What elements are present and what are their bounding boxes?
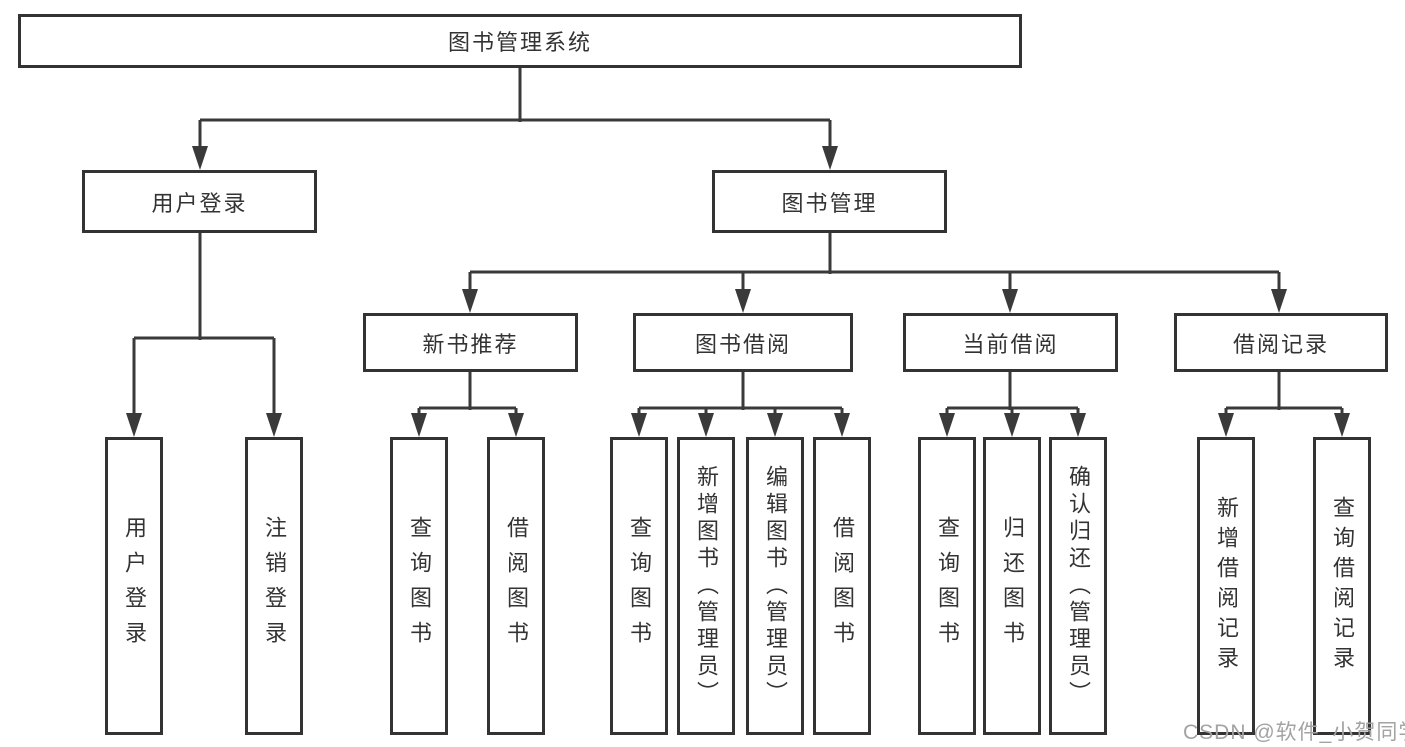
node-query-books-borrowing: 查询图书 — [610, 437, 668, 735]
node-label: 借阅记录 — [1232, 331, 1329, 357]
node-label: 新增借阅记录 — [1214, 496, 1239, 676]
node-borrow-books-recommend: 借阅图书 — [487, 437, 545, 735]
node-label: 新书推荐 — [422, 331, 519, 357]
node-label: 新增图书（管理员） — [694, 464, 719, 708]
node-label: 编辑图书（管理员） — [763, 464, 788, 708]
node-add-book-admin: 新增图书（管理员） — [677, 437, 735, 735]
node-label: 查询图书 — [627, 516, 652, 656]
node-label: 当前借阅 — [962, 331, 1059, 357]
node-book-borrowing: 图书借阅 — [633, 313, 853, 372]
node-add-borrow-record: 新增借阅记录 — [1197, 437, 1255, 735]
node-label: 借阅图书 — [830, 516, 855, 656]
node-label: 图书借阅 — [694, 331, 791, 357]
node-query-books-current: 查询图书 — [918, 437, 976, 735]
arrowheads — [126, 146, 1350, 437]
node-label: 确认归还（管理员） — [1066, 464, 1091, 708]
node-label: 图书管理系统 — [447, 30, 592, 55]
node-label: 查询图书 — [407, 516, 432, 656]
node-user-login-action: 用户登录 — [105, 437, 163, 735]
node-label: 用户登录 — [122, 516, 147, 656]
node-book-management: 图书管理 — [712, 170, 947, 233]
tree-edges — [132, 68, 1344, 414]
node-return-book: 归还图书 — [983, 437, 1041, 735]
node-label: 归还图书 — [1000, 516, 1025, 656]
node-confirm-return-admin: 确认归还（管理员） — [1049, 437, 1107, 735]
node-label: 注销登录 — [262, 516, 287, 656]
node-user-login: 用户登录 — [82, 170, 317, 233]
csdn-watermark: CSDN @软件_小贺同学 — [1183, 721, 1405, 744]
node-logout: 注销登录 — [245, 437, 303, 735]
node-label: 查询借阅记录 — [1330, 496, 1355, 676]
node-query-books-recommend: 查询图书 — [390, 437, 448, 735]
node-label: 用户登录 — [151, 190, 248, 216]
node-label: 查询图书 — [935, 516, 960, 656]
node-current-borrowing: 当前借阅 — [903, 313, 1118, 372]
node-library-management-system: 图书管理系统 — [18, 14, 1022, 68]
node-new-book-recommendation: 新书推荐 — [363, 313, 578, 372]
node-edit-book-admin: 编辑图书（管理员） — [746, 437, 804, 735]
node-borrowing-records: 借阅记录 — [1174, 313, 1388, 372]
node-label: 图书管理 — [781, 190, 878, 216]
node-query-borrow-record: 查询借阅记录 — [1313, 437, 1371, 735]
node-borrow-books-borrowing: 借阅图书 — [813, 437, 871, 735]
node-label: 借阅图书 — [504, 516, 529, 656]
